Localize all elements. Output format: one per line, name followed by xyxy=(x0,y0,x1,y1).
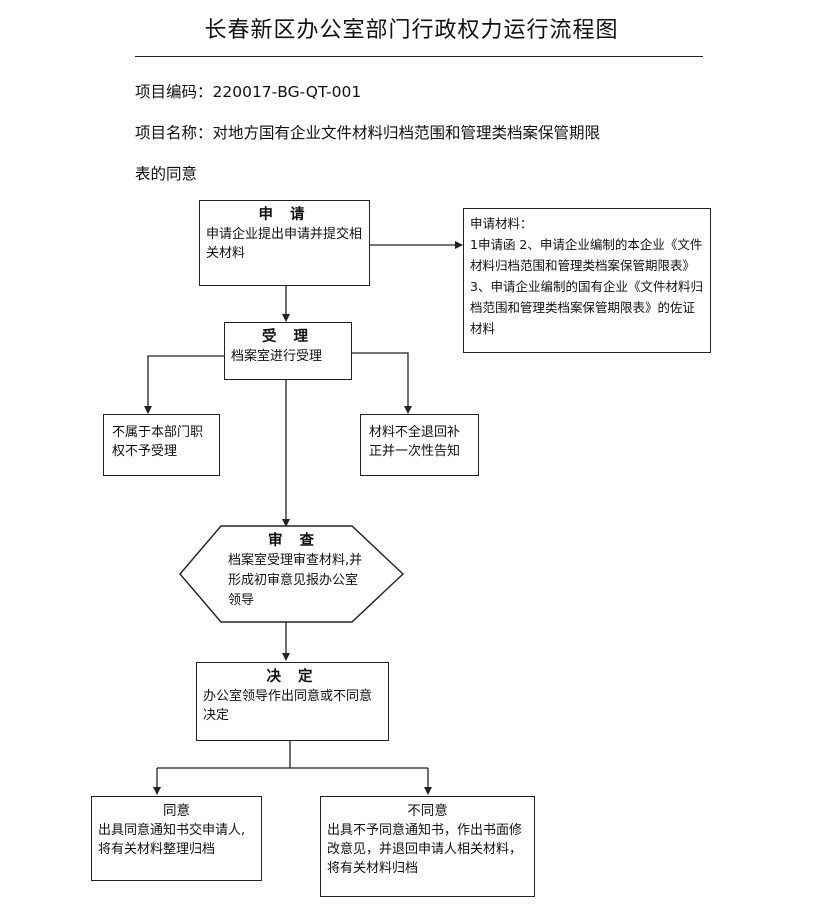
page-title: 长春新区办公室部门行政权力运行流程图 xyxy=(204,18,619,43)
materials-title: 申请材料： xyxy=(470,216,533,231)
reject-scope-text: 不属于本部门职权不予受理 xyxy=(112,425,204,459)
materials-box: 申请材料： 1申请函 2、申请企业编制的本企业《文件材料归档范围和管理类档案保管… xyxy=(463,208,711,353)
outcome-agree-text: 出具同意通知书交申请人,将有关材料整理归档 xyxy=(98,823,246,857)
project-name-line2: 表的同意 xyxy=(135,165,198,183)
outcome-agree-title: 同意 xyxy=(163,803,190,819)
step-review-text: 档案室受理审查材料,并形成初审意见报办公室领导 xyxy=(228,553,363,608)
outcome-disagree-text: 出具不予同意通知书，作出书面修改意见，并退回申请人相关材料，将有关材料归档 xyxy=(327,823,523,876)
step-apply-text: 申请企业提出申请并提交相关材料 xyxy=(206,227,363,261)
incomplete-text: 材料不全退回补正并一次性告知 xyxy=(369,425,461,459)
step-accept-title: 受 理 xyxy=(261,329,315,345)
outcome-agree-box: 同意 出具同意通知书交申请人,将有关材料整理归档 xyxy=(91,796,262,881)
step-decide-box: 决 定 办公室领导作出同意或不同意决定 xyxy=(196,662,389,741)
outcome-disagree-title: 不同意 xyxy=(407,803,448,819)
incomplete-box: 材料不全退回补正并一次性告知 xyxy=(360,414,479,476)
step-decide-text: 办公室领导作出同意或不同意决定 xyxy=(203,689,373,723)
project-code: 项目编码：220017-BG-QT-001 xyxy=(135,83,362,101)
arrow-accept-to-incomplete xyxy=(351,352,412,414)
outcome-disagree-box: 不同意 出具不予同意通知书，作出书面修改意见，并退回申请人相关材料，将有关材料归… xyxy=(320,796,535,897)
step-apply-box: 申 请 申请企业提出申请并提交相关材料 xyxy=(199,200,370,286)
step-accept-text: 档案室进行受理 xyxy=(231,349,323,364)
step-decide-title: 决 定 xyxy=(266,669,319,685)
step-review-title: 审 查 xyxy=(268,533,321,549)
step-apply-title: 申 请 xyxy=(258,207,311,223)
reject-scope-box: 不属于本部门职权不予受理 xyxy=(103,414,220,476)
project-name-line1: 项目名称：对地方国有企业文件材料归档范围和管理类档案保管期限 xyxy=(135,124,601,142)
arrow-accept-to-reject xyxy=(144,355,225,414)
step-accept-box: 受 理 档案室进行受理 xyxy=(224,322,352,380)
materials-text: 1申请函 2、申请企业编制的本企业《文件材料归档范围和管理类档案保管期限表》3、… xyxy=(470,237,703,336)
review-hexagon xyxy=(179,525,405,623)
title-divider xyxy=(135,56,703,57)
